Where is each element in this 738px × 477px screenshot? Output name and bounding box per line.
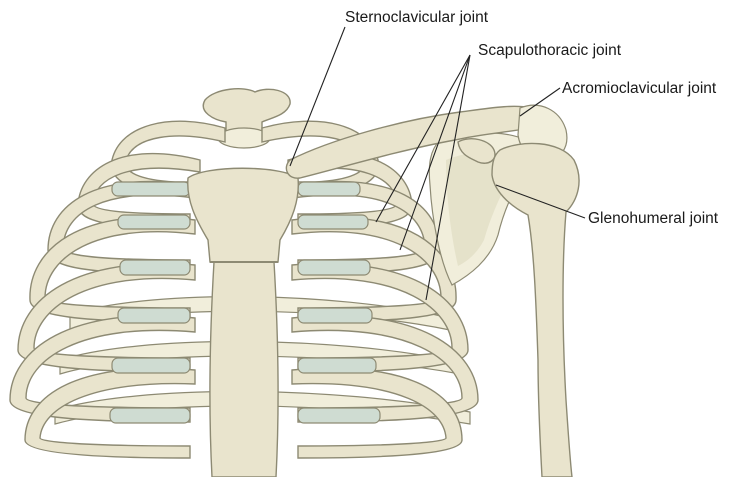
label-acromioclavicular-joint: Acromioclavicular joint (562, 80, 717, 97)
label-glenohumeral-joint: Glenohumeral joint (588, 210, 719, 227)
humerus (492, 143, 579, 477)
sternum (188, 168, 299, 477)
label-sternoclavicular-joint: Sternoclavicular joint (345, 9, 489, 26)
label-scapulothoracic-joint: Scapulothoracic joint (478, 42, 622, 59)
